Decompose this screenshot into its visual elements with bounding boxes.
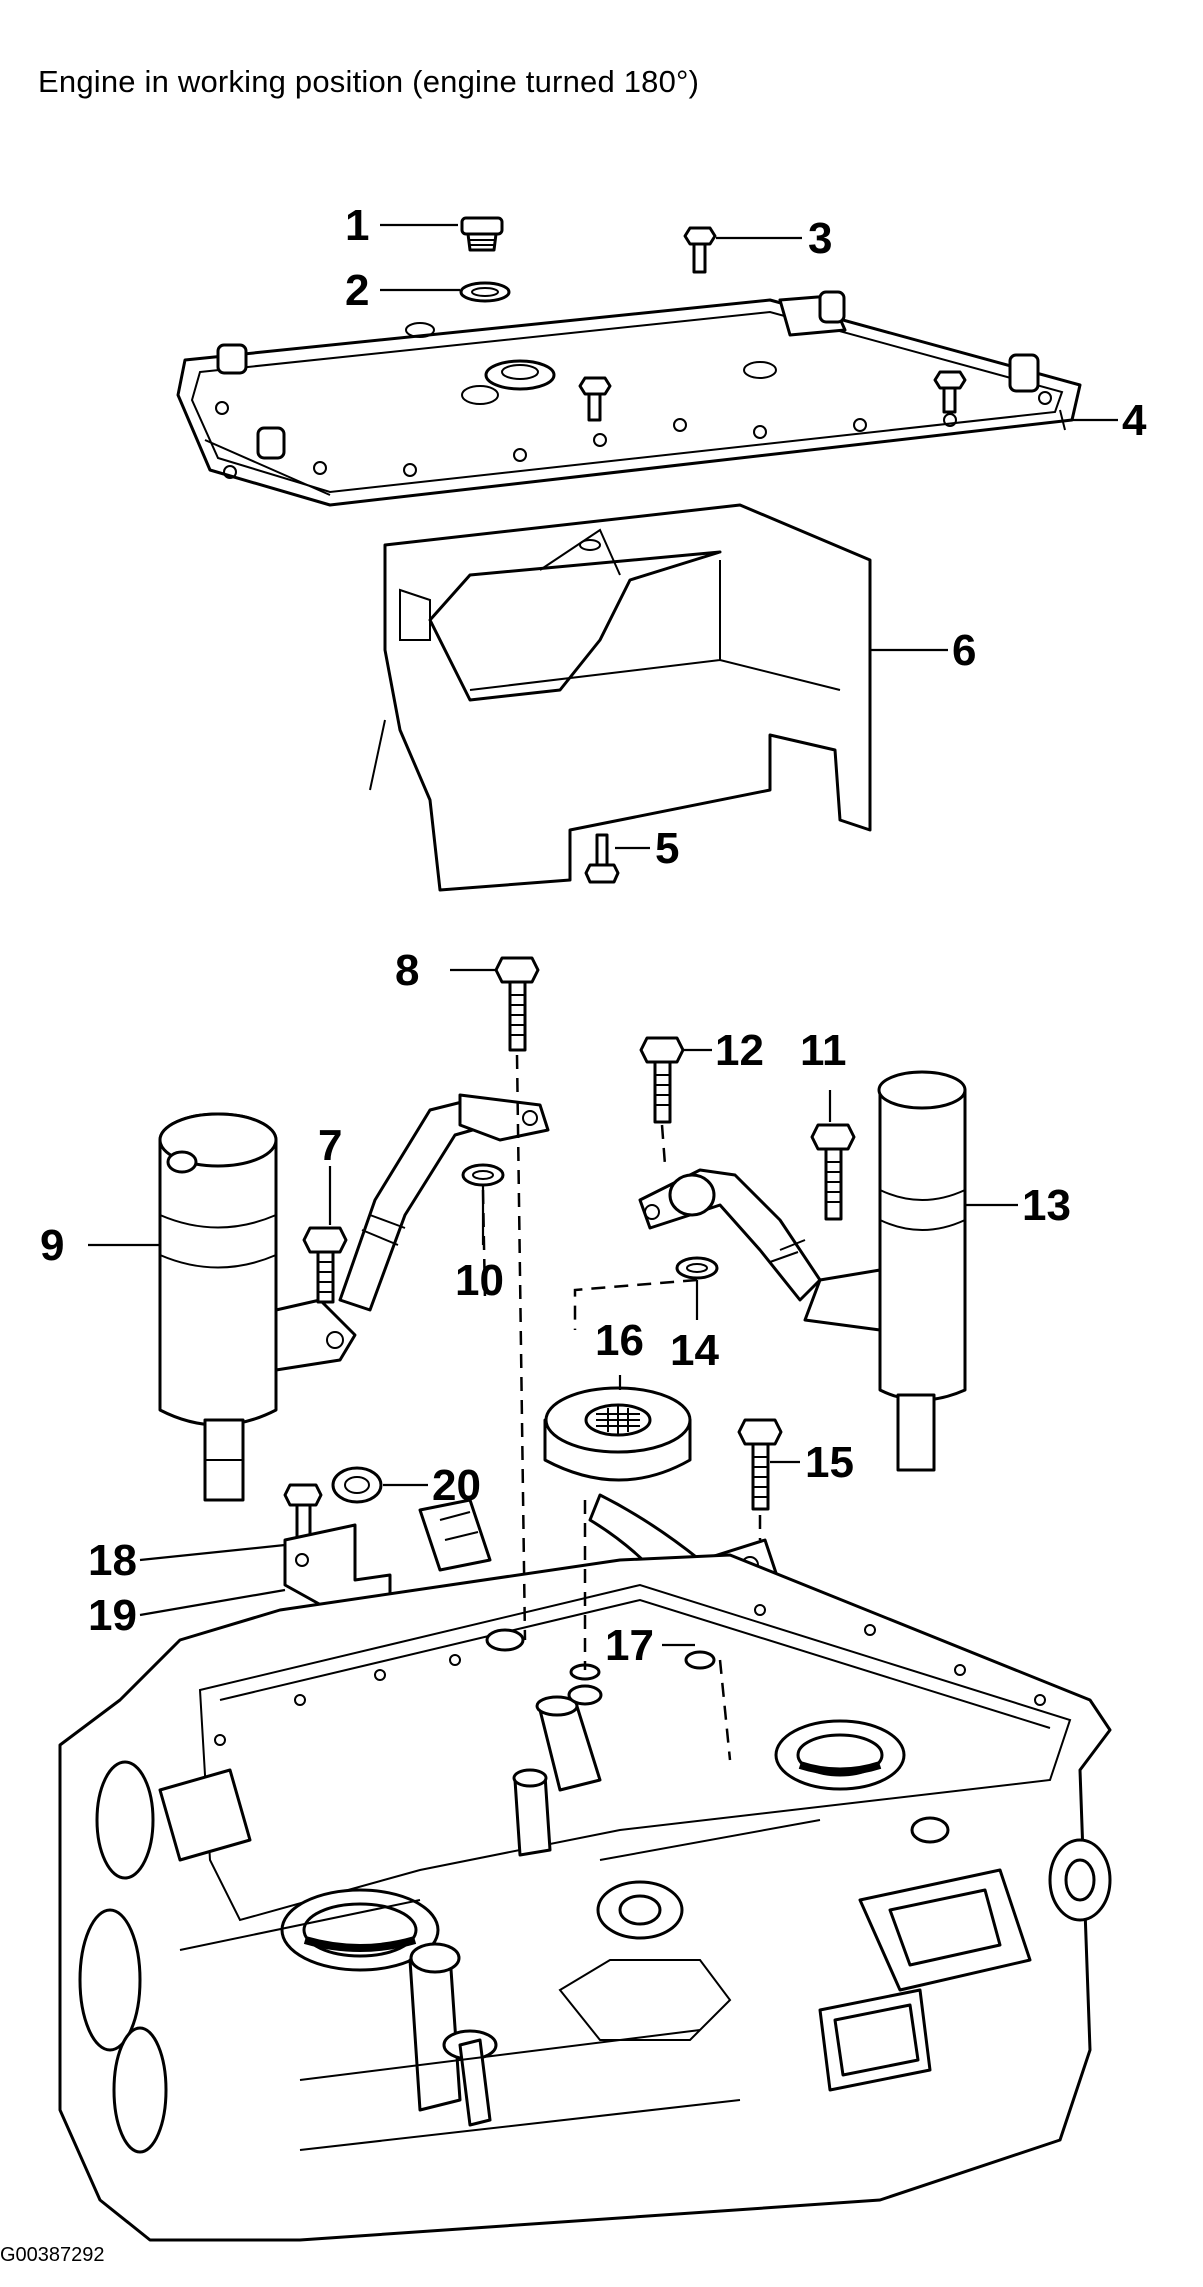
bracket-part bbox=[283, 1523, 392, 1612]
left-tube-bolt-part bbox=[302, 1226, 348, 1304]
callout-18: 18 bbox=[88, 1536, 137, 1585]
callout-9: 9 bbox=[40, 1221, 64, 1270]
callout-12: 12 bbox=[715, 1026, 764, 1075]
callout-5: 5 bbox=[655, 824, 679, 873]
oil-pan-cover bbox=[176, 290, 1082, 507]
right-tube-bolt-part bbox=[639, 1036, 685, 1124]
callout-labels: 1 2 3 4 5 6 7 8 9 10 11 12 13 14 15 16 1… bbox=[40, 201, 1147, 1670]
o-ring-right-part bbox=[675, 1256, 719, 1280]
cover-bolt-part bbox=[683, 226, 717, 274]
sealing-ring-part bbox=[459, 281, 511, 303]
callout-14: 14 bbox=[670, 1326, 719, 1375]
callout-17: 17 bbox=[605, 1621, 654, 1670]
baffle-bolt-part bbox=[584, 833, 620, 884]
left-oil-tube bbox=[338, 1093, 550, 1312]
right-oil-tube bbox=[638, 1168, 822, 1302]
callout-13: 13 bbox=[1022, 1181, 1071, 1230]
callout-3: 3 bbox=[808, 214, 832, 263]
right-oil-canister bbox=[803, 1070, 967, 1472]
callout-15: 15 bbox=[805, 1438, 854, 1487]
callout-11: 11 bbox=[800, 1026, 847, 1075]
strainer-bolt-part bbox=[737, 1418, 783, 1511]
grommet-part bbox=[331, 1466, 383, 1504]
leader-lines bbox=[88, 223, 1118, 1647]
left-oil-canister bbox=[158, 1112, 357, 1502]
callout-2: 2 bbox=[345, 266, 369, 315]
callout-7: 7 bbox=[318, 1121, 342, 1170]
callout-20: 20 bbox=[432, 1461, 481, 1510]
callout-19: 19 bbox=[88, 1591, 137, 1640]
long-bolt-part bbox=[494, 956, 540, 1052]
callout-8: 8 bbox=[395, 946, 419, 995]
oil-baffle-part bbox=[369, 503, 872, 892]
callout-10: 10 bbox=[455, 1256, 504, 1305]
callout-6: 6 bbox=[952, 626, 976, 675]
drain-plug-part bbox=[460, 216, 504, 252]
o-ring-left-part bbox=[461, 1163, 505, 1187]
callout-16: 16 bbox=[595, 1316, 644, 1365]
figure-id: G00387292 bbox=[0, 2244, 105, 2266]
engine-block bbox=[58, 1498, 1112, 2242]
right-canister-bolt-part bbox=[810, 1123, 856, 1221]
callout-1: 1 bbox=[345, 201, 369, 250]
callout-4: 4 bbox=[1122, 396, 1147, 445]
diagram-title: Engine in working position (engine turne… bbox=[38, 64, 700, 99]
